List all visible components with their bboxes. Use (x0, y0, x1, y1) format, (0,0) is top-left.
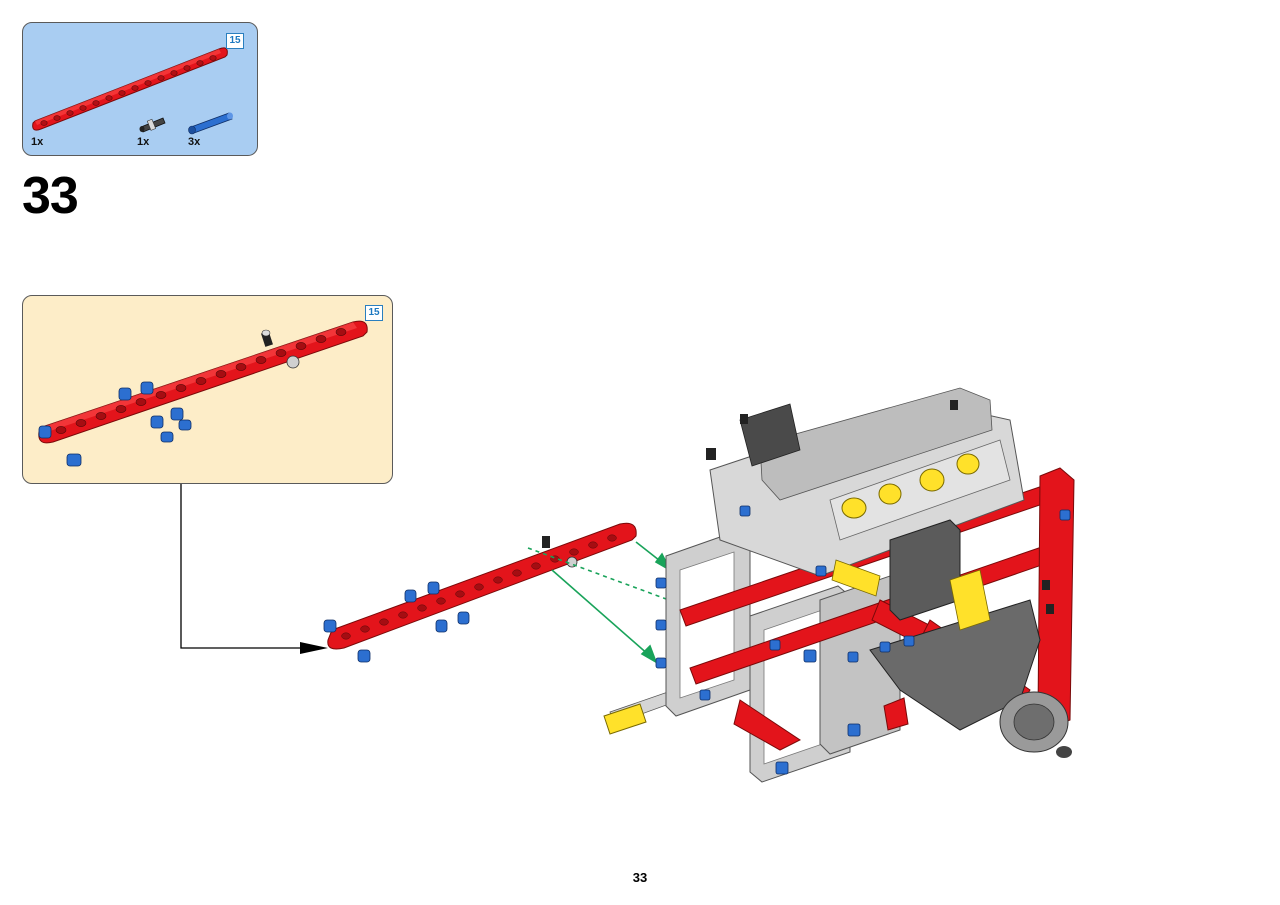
subassembly-blue-pins (38, 381, 192, 467)
dark-gray-structure (831, 519, 1041, 731)
model-blue-pins (655, 505, 1071, 775)
part-quantity-axle-pin: 1x (137, 136, 150, 148)
subassembly-axle-pin (261, 329, 300, 369)
part-quantity-beam: 1x (31, 136, 44, 148)
installed-beam (323, 522, 637, 663)
page-number: 33 (632, 870, 648, 885)
engine-pistons (841, 453, 980, 519)
beam-length-badge: 15 (226, 33, 244, 49)
subassembly-callout: 15 (22, 295, 393, 484)
callout-connector-arrow (180, 484, 328, 654)
main-model (603, 387, 1075, 783)
engine-block (709, 387, 1025, 577)
subassembly-beam-holes (55, 328, 347, 434)
gray-frame-left (665, 529, 751, 717)
parts-list-illustration (32, 47, 233, 135)
subassembly-illustration (38, 320, 368, 467)
parts-list-callout: 15 1x 1x 3x (22, 22, 258, 156)
step-number: 33 (22, 167, 79, 225)
beam-holes (40, 55, 217, 126)
subassembly-length-badge: 15 (365, 305, 383, 321)
blue-pin-part (188, 112, 233, 135)
wheel-hub (999, 691, 1072, 758)
model-black-pins (706, 400, 1054, 614)
part-quantity-blue-pin: 3x (188, 136, 201, 148)
axle-pin-part (139, 117, 166, 133)
